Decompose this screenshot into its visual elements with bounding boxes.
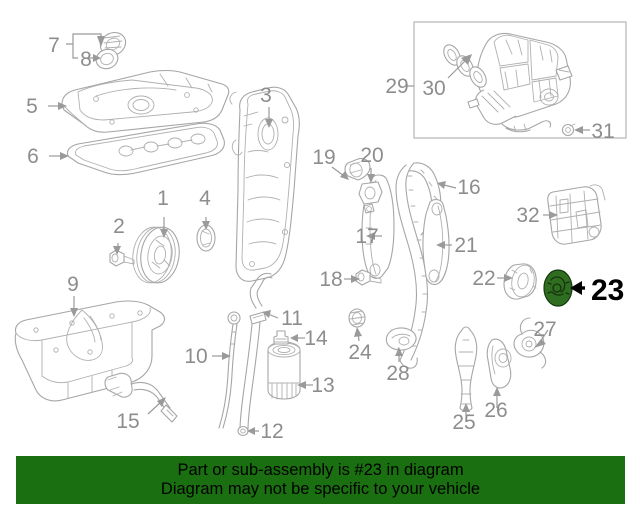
callout-label-9: 9 — [67, 273, 79, 296]
leader-15 — [147, 397, 166, 415]
leader-12 — [247, 427, 259, 435]
leader-2 — [113, 243, 121, 255]
callout-label-27: 27 — [533, 318, 556, 341]
callout-label-22: 22 — [472, 267, 495, 290]
callout-label-17: 17 — [355, 225, 378, 248]
leader-31 — [574, 126, 590, 134]
callout-label-6: 6 — [27, 145, 39, 168]
callout-label-32: 32 — [516, 204, 539, 227]
callout-label-3: 3 — [260, 84, 272, 107]
leader-5 — [48, 102, 67, 110]
part-chain-tensioner-slipper — [422, 199, 450, 286]
callout-label-5: 5 — [26, 95, 38, 118]
part-oil-pump-chain — [454, 326, 478, 412]
part-chain-tensioner-plug — [344, 157, 371, 181]
callout-label-21: 21 — [454, 234, 477, 257]
part-23-highlighted-camshaft-timing-gear — [543, 269, 573, 307]
part-guide-tube-o-ring — [237, 425, 249, 437]
part-oil-strainer-bracket — [385, 327, 417, 357]
leader-14 — [290, 334, 305, 342]
leader-25 — [462, 403, 470, 420]
callout-label-30: 30 — [422, 77, 445, 100]
leader-9 — [70, 296, 78, 317]
callout-label-11: 11 — [281, 307, 303, 330]
leader-16 — [437, 181, 457, 189]
part-camshaft-timing-sprocket — [503, 263, 537, 300]
part-chain-guide-bracket — [358, 181, 383, 214]
part-dipstick-guide-tube — [239, 272, 273, 431]
part-oil-pump-drive-gear — [486, 338, 512, 389]
callout-label-28: 28 — [386, 362, 409, 385]
leader-7-8 — [66, 33, 105, 62]
part-intake-manifold-assembly — [467, 32, 573, 133]
callout-label-14: 14 — [304, 327, 328, 350]
leader-13 — [297, 381, 313, 389]
leader-11 — [262, 310, 279, 319]
leader-17 — [366, 232, 382, 240]
part-oil-filler-cap-gasket — [95, 48, 119, 70]
leader-23-highlight — [570, 281, 585, 295]
callout-label-23-highlight: 23 — [591, 274, 624, 307]
callout-label-15: 15 — [116, 410, 139, 433]
callout-label-8: 8 — [80, 48, 92, 71]
part-oil-pump-rotor-bolt — [348, 308, 366, 328]
callout-label-20: 20 — [360, 144, 383, 167]
callout-label-7: 7 — [48, 34, 60, 57]
callout-label-18: 18 — [319, 268, 342, 291]
callout-label-13: 13 — [311, 374, 334, 397]
callout-label-29: 29 — [385, 75, 408, 98]
leader-21 — [436, 241, 452, 249]
callout-label-12: 12 — [260, 420, 283, 443]
leader-24 — [354, 327, 362, 342]
leader-30 — [447, 54, 472, 79]
part-pulley-bolt — [109, 249, 135, 267]
callout-label-24: 24 — [348, 341, 372, 364]
part-oil-level-sensor — [104, 372, 178, 423]
leader-4 — [202, 217, 210, 230]
callout-label-1: 1 — [157, 187, 169, 210]
part-manifold-nut — [561, 123, 576, 137]
part-crankshaft-pulley — [132, 226, 180, 284]
callout-label-16: 16 — [457, 176, 480, 199]
leader-18 — [344, 275, 360, 283]
callout-label-31: 31 — [591, 120, 614, 143]
banner-line-2: Diagram may not be specific to your vehi… — [160, 480, 481, 498]
callout-label-26: 26 — [484, 399, 507, 422]
part-oil-drain-plug — [273, 330, 289, 345]
part-damper-bolt — [355, 269, 382, 286]
callout-label-25: 25 — [452, 411, 475, 434]
callout-label-10: 10 — [184, 345, 207, 368]
leader-10 — [212, 352, 231, 360]
part-cylinder-head-cover — [61, 69, 230, 133]
callout-label-19: 19 — [312, 146, 335, 169]
part-intake-manifold-gasket — [443, 44, 487, 88]
part-oil-pan — [14, 300, 166, 402]
part-cylinder-head-cover-gasket — [66, 122, 225, 176]
inset-box — [406, 21, 627, 139]
leader-3 — [265, 107, 273, 128]
leader-32 — [543, 211, 558, 219]
part-oil-pump-relief-valve — [513, 317, 547, 369]
leader-22 — [497, 274, 513, 282]
part-notice-banner: Part or sub-assembly is #23 in diagram D… — [16, 456, 625, 504]
leader-26 — [493, 387, 501, 408]
leader-28 — [395, 347, 403, 362]
leader-1 — [160, 217, 168, 238]
callout-label-4: 4 — [199, 187, 211, 210]
leader-19 — [331, 166, 349, 180]
leader-6 — [49, 152, 69, 160]
part-engine-mounting-bracket — [547, 184, 606, 245]
banner-line-1: Part or sub-assembly is #23 in diagram — [177, 460, 464, 479]
leader-27 — [534, 329, 549, 348]
part-oil-level-dipstick — [218, 311, 241, 429]
part-oil-filter — [267, 341, 301, 400]
leader-20 — [367, 168, 375, 183]
callout-label-2: 2 — [113, 215, 125, 238]
part-timing-chain-cover — [229, 86, 300, 282]
